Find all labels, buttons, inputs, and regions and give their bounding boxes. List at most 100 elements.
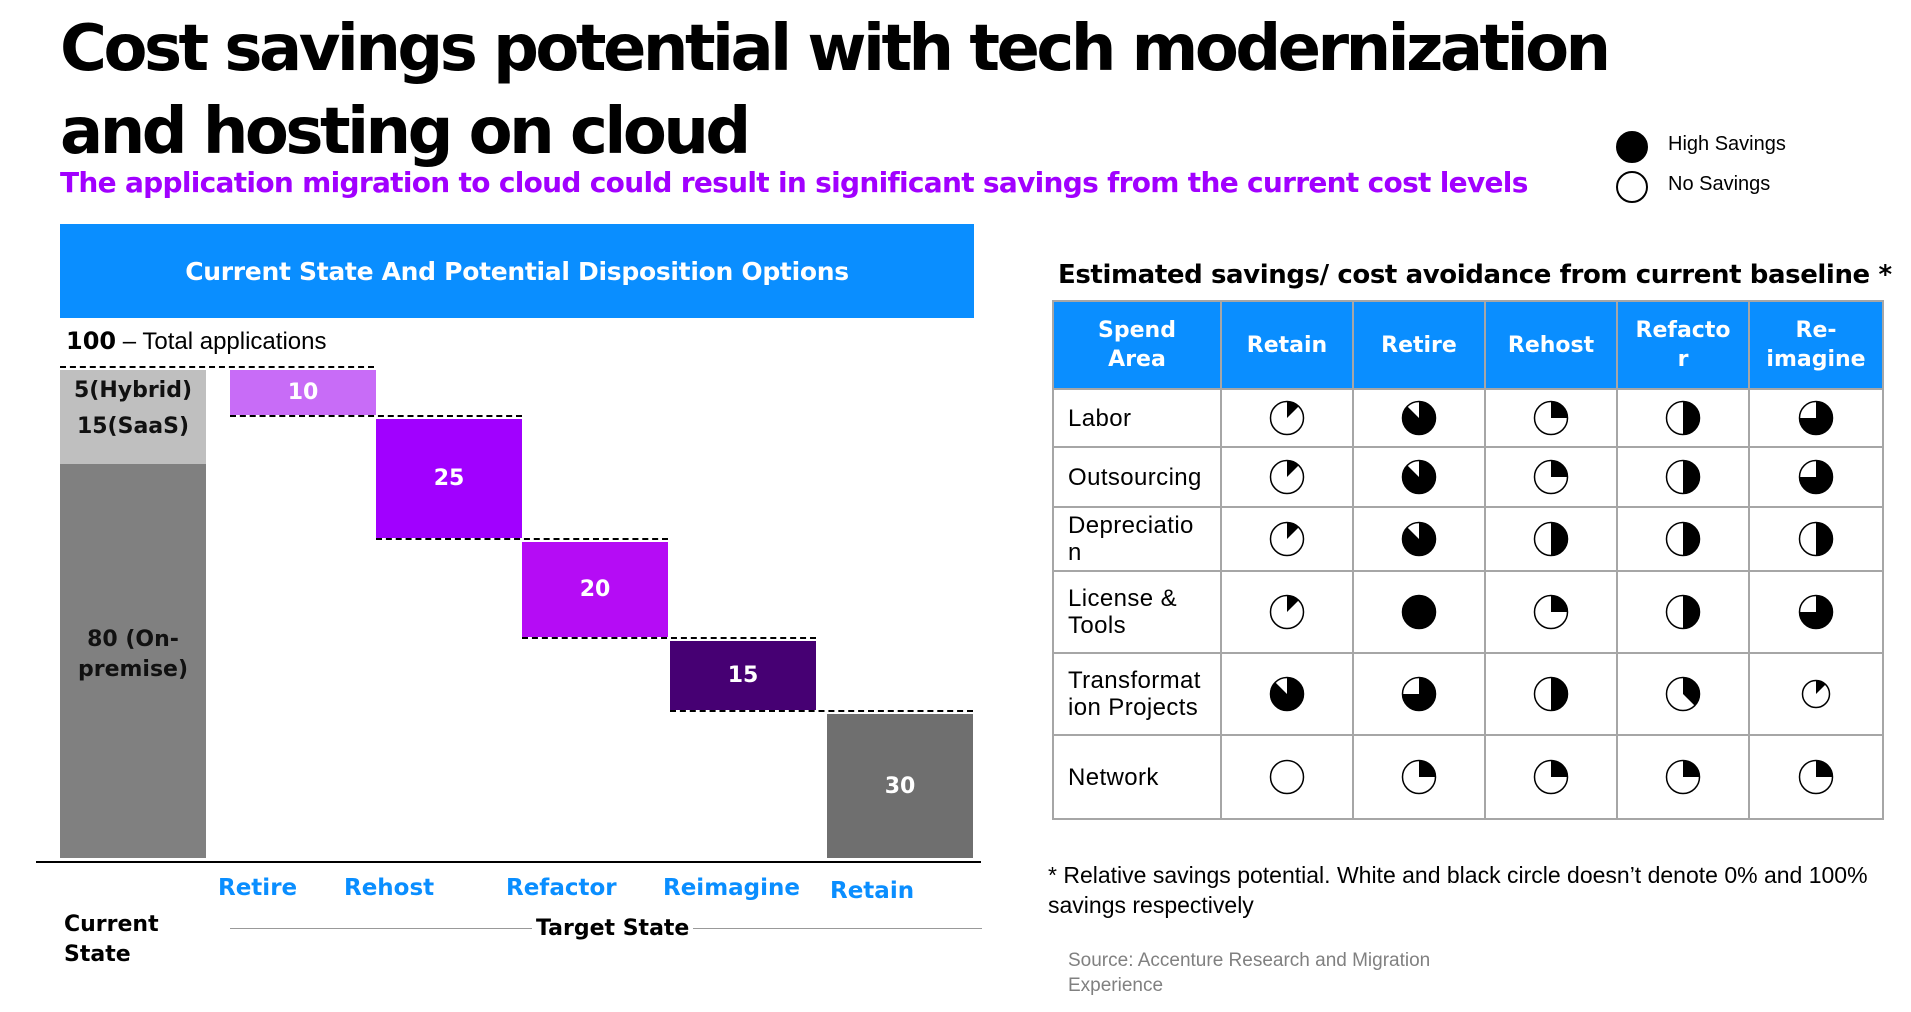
table-title: Estimated savings/ cost avoidance from c… xyxy=(1058,260,1892,290)
chart-title: Current State And Potential Disposition … xyxy=(60,224,974,318)
savings-pie-icon xyxy=(1665,594,1701,630)
column-header-rehost: Rehost xyxy=(1484,300,1618,390)
no-savings-legend-icon xyxy=(1616,171,1648,203)
total-applications-label: 100 – Total applications xyxy=(66,327,326,356)
total-dashed-line xyxy=(60,366,374,368)
connector-rehost xyxy=(376,538,668,541)
current-bar-on-premise xyxy=(60,464,206,858)
savings-pie-icon xyxy=(1401,759,1437,795)
savings-pie-icon xyxy=(1665,459,1701,495)
savings-pie-icon xyxy=(1269,676,1305,712)
savings-pie-icon xyxy=(1801,679,1831,709)
savings-pie-icon xyxy=(1798,759,1834,795)
savings-pie-icon xyxy=(1798,400,1834,436)
table-row: License &Tools xyxy=(1052,570,1884,654)
savings-cell xyxy=(1484,388,1618,448)
savings-pie-icon xyxy=(1798,594,1834,630)
spend-area-cell: Network xyxy=(1052,734,1222,820)
savings-cell xyxy=(1748,446,1884,508)
savings-cell xyxy=(1616,388,1750,448)
current-bar-hybrid-saas xyxy=(60,370,206,465)
savings-pie-icon xyxy=(1269,459,1305,495)
savings-pie-icon xyxy=(1533,459,1569,495)
page-subtitle: The application migration to cloud could… xyxy=(60,166,1528,199)
savings-pie-icon xyxy=(1269,759,1305,795)
savings-cell xyxy=(1748,652,1884,736)
current-hybrid-label: 5(Hybrid) xyxy=(73,378,193,403)
savings-pie-icon xyxy=(1665,759,1701,795)
savings-cell xyxy=(1484,734,1618,820)
savings-cell xyxy=(1484,506,1618,572)
savings-pie-icon xyxy=(1401,594,1437,630)
savings-cell xyxy=(1220,652,1354,736)
source-note: Source: Accenture Research and Migration… xyxy=(1068,950,1431,996)
total-text: – Total applications xyxy=(122,328,327,355)
savings-cell xyxy=(1352,734,1486,820)
savings-cell xyxy=(1220,446,1354,508)
page-title: Cost savings potential with tech moderni… xyxy=(60,12,1611,169)
category-label-retain: Retain xyxy=(830,878,915,904)
savings-cell xyxy=(1616,734,1750,820)
savings-cell xyxy=(1220,506,1354,572)
category-label-rehost: Rehost xyxy=(344,875,435,901)
savings-cell xyxy=(1748,570,1884,654)
savings-pie-icon xyxy=(1269,400,1305,436)
bar-reimagine-value: 15 xyxy=(670,640,816,711)
column-header-retire: Retire xyxy=(1352,300,1486,390)
savings-cell xyxy=(1352,388,1486,448)
savings-cell xyxy=(1220,734,1354,820)
savings-cell xyxy=(1616,506,1750,572)
savings-pie-icon xyxy=(1533,521,1569,557)
savings-pie-icon xyxy=(1401,521,1437,557)
savings-pie-icon xyxy=(1533,759,1569,795)
high-savings-legend-icon xyxy=(1616,131,1648,163)
table-row: Outsourcing xyxy=(1052,446,1884,508)
savings-cell xyxy=(1748,734,1884,820)
savings-pie-icon xyxy=(1401,676,1437,712)
spend-area-cell: License &Tools xyxy=(1052,570,1222,654)
savings-pie-icon xyxy=(1665,521,1701,557)
savings-cell xyxy=(1616,446,1750,508)
category-label-refactor: Refactor xyxy=(506,875,617,901)
connector-refactor xyxy=(522,636,816,639)
legend-no-savings: No Savings xyxy=(1668,173,1771,195)
savings-cell xyxy=(1352,652,1486,736)
savings-cell xyxy=(1748,506,1884,572)
legend-high-savings: High Savings xyxy=(1668,133,1786,155)
savings-pie-icon xyxy=(1269,521,1305,557)
bar-refactor-value: 20 xyxy=(522,542,668,637)
column-header-retain: Retain xyxy=(1220,300,1354,390)
spend-area-cell: Outsourcing xyxy=(1052,446,1222,508)
current-state-label: Current State xyxy=(64,912,159,967)
connector-retire xyxy=(230,415,522,418)
savings-cell xyxy=(1484,570,1618,654)
spend-area-cell: Labor xyxy=(1052,388,1222,448)
savings-pie-icon xyxy=(1798,459,1834,495)
connector-reimagine xyxy=(670,710,973,713)
savings-cell xyxy=(1616,652,1750,736)
savings-cell xyxy=(1352,570,1486,654)
savings-pie-icon xyxy=(1269,594,1305,630)
savings-cell xyxy=(1352,506,1486,572)
savings-cell xyxy=(1484,446,1618,508)
category-label-retire: Retire xyxy=(218,875,298,901)
savings-cell xyxy=(1748,388,1884,448)
savings-pie-icon xyxy=(1665,676,1701,712)
savings-pie-icon xyxy=(1533,400,1569,436)
savings-pie-icon xyxy=(1533,594,1569,630)
savings-pie-icon xyxy=(1533,676,1569,712)
chart-baseline xyxy=(36,861,981,863)
savings-cell xyxy=(1352,446,1486,508)
target-state-label: Target State xyxy=(532,914,694,944)
table-row: Labor xyxy=(1052,388,1884,448)
current-on-premise-label: 80 (On-premise) xyxy=(77,627,189,683)
